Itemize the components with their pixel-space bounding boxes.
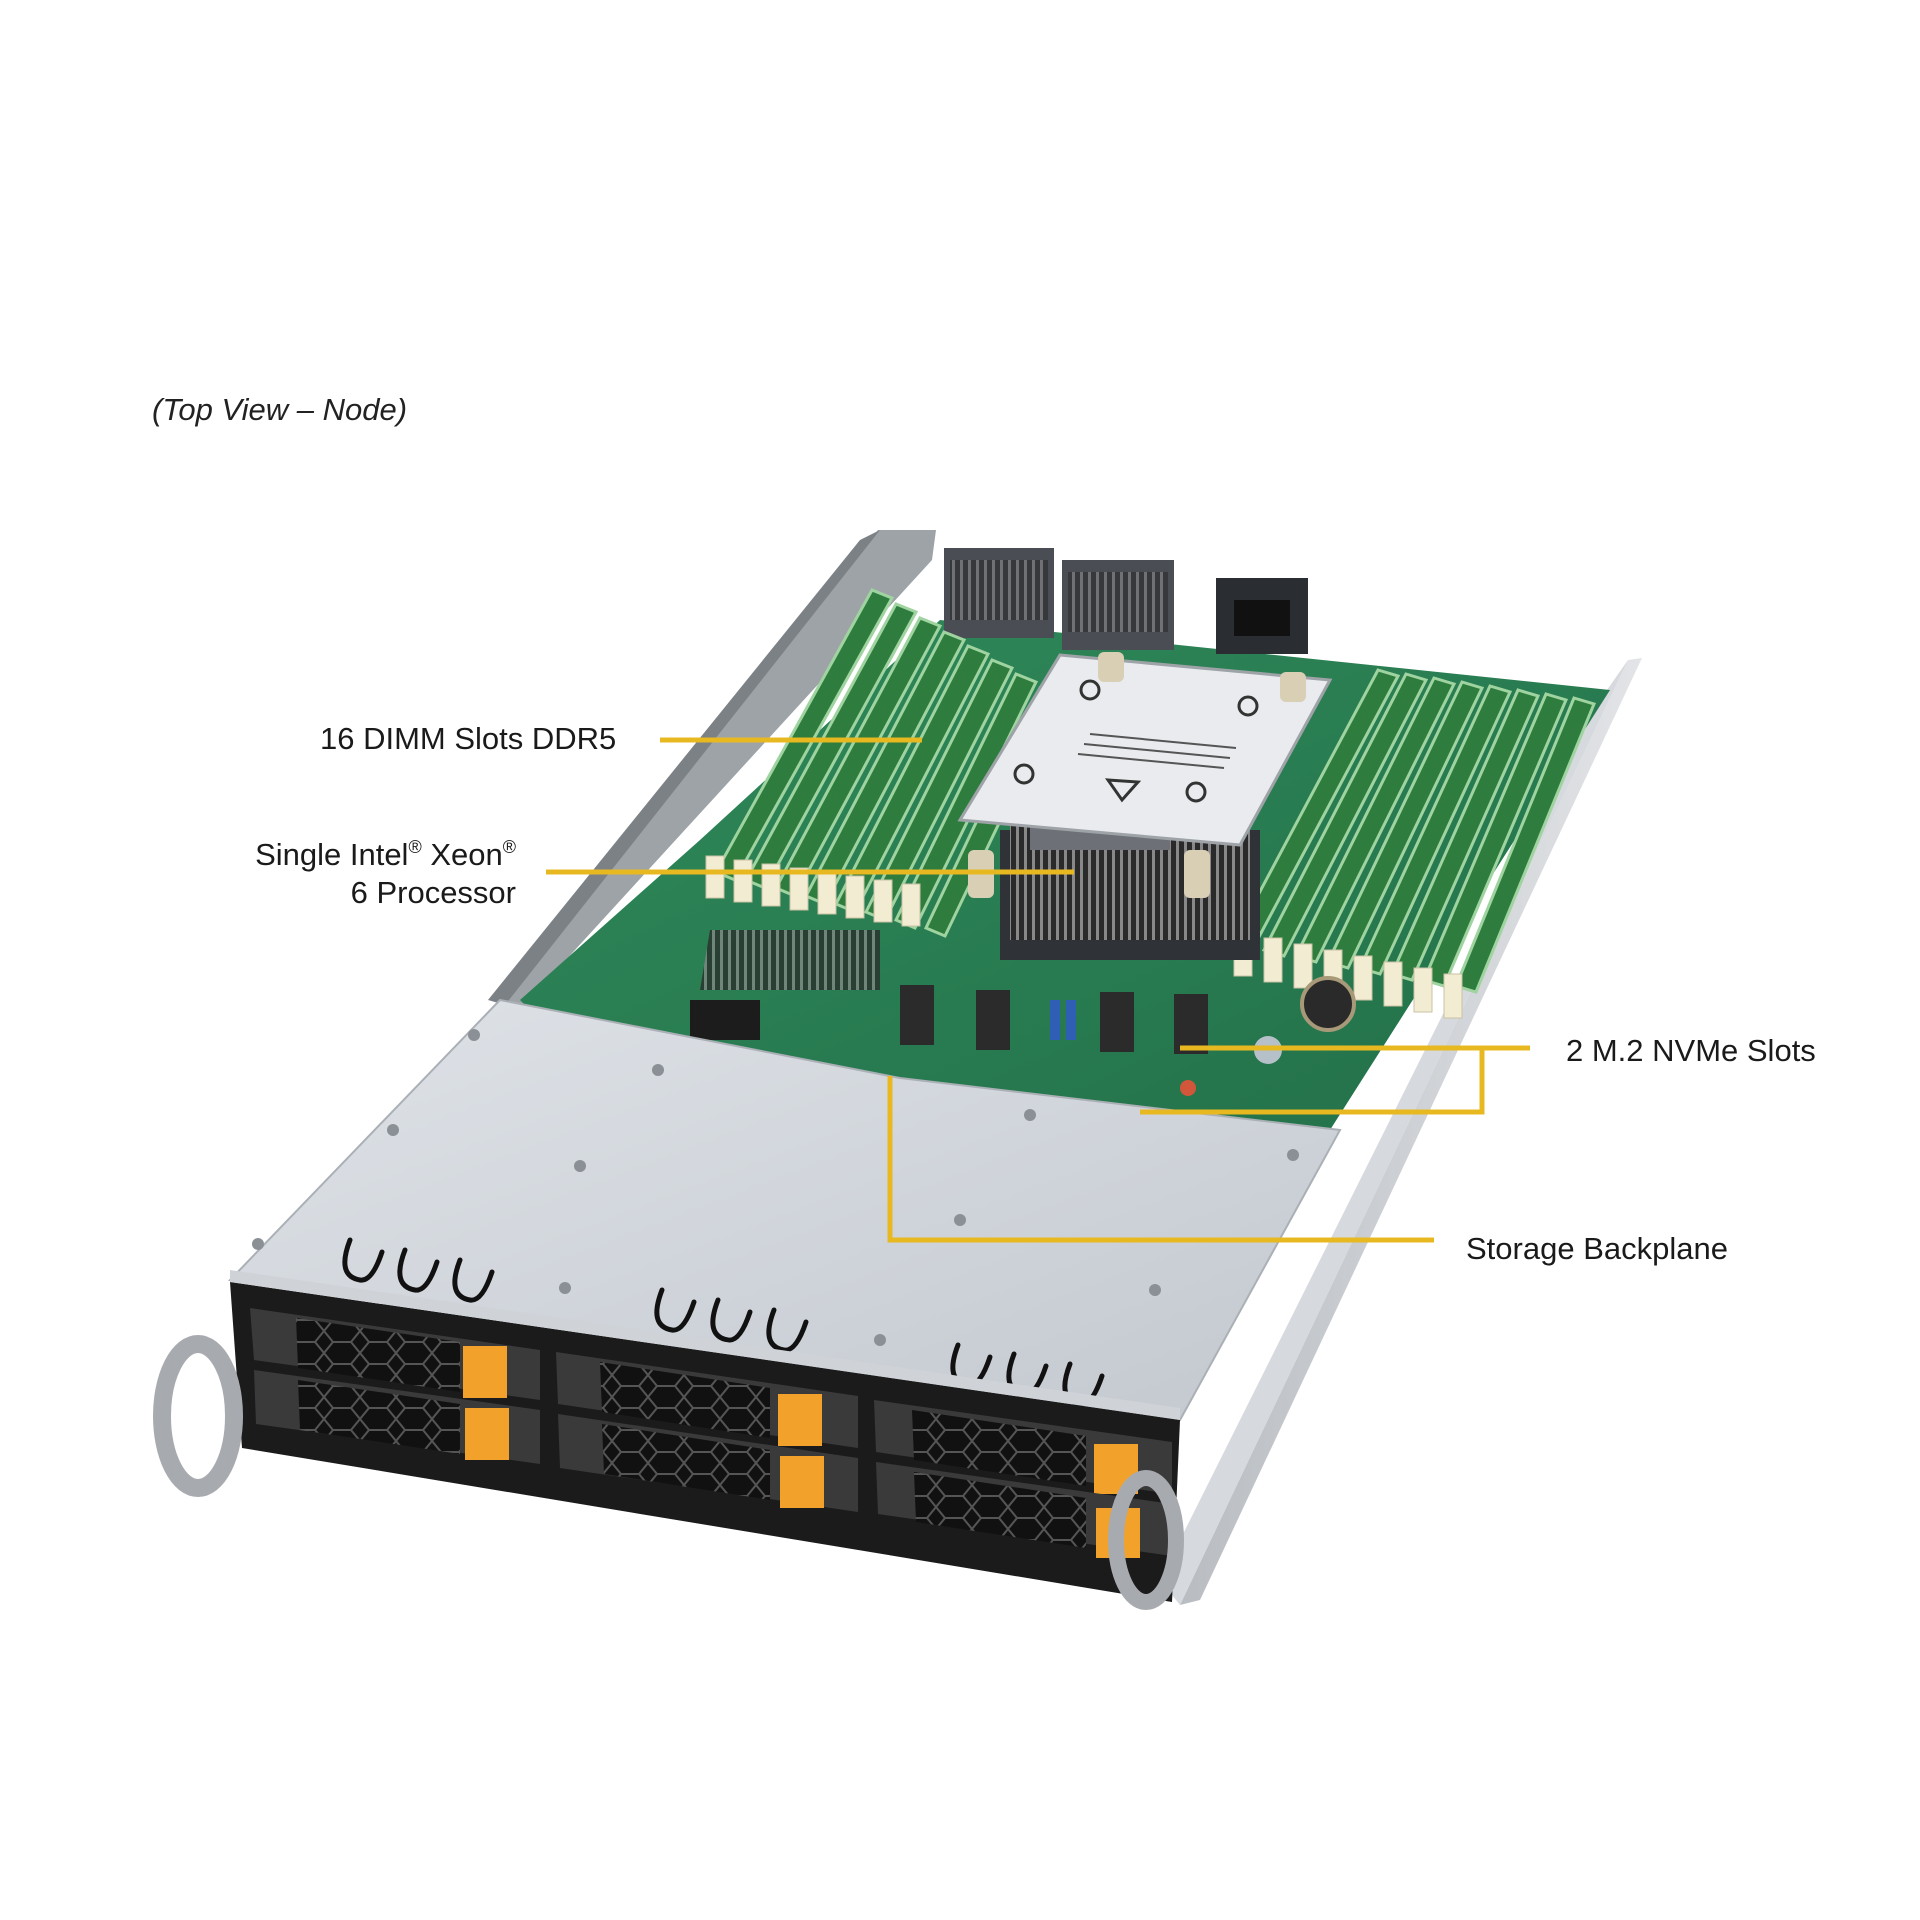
callout-label-nvme: 2 M.2 NVMe Slots [1566, 1033, 1816, 1068]
callout-label-dimm: 16 DIMM Slots DDR5 [320, 721, 617, 756]
m2-slots [900, 976, 1356, 1096]
figure-caption: (Top View – Node) [152, 392, 408, 427]
rear-connectors [944, 548, 1308, 654]
storage-leader-line [887, 1076, 1434, 1243]
drive-latch[interactable] [780, 1456, 824, 1508]
drive-latch[interactable] [465, 1408, 509, 1460]
drive-latch[interactable] [463, 1346, 507, 1398]
cpu-label-line2: 6 Processor [350, 875, 516, 910]
dimm-bank-right [1229, 668, 1597, 1019]
drive-bay-1[interactable] [250, 1308, 540, 1400]
registered-mark: ® [502, 837, 516, 857]
left-pull-handle[interactable] [153, 1335, 243, 1497]
vrm-heatsink [690, 930, 880, 1040]
nvme-bracket [1140, 1048, 1485, 1115]
right-pull-handle[interactable] [1108, 1470, 1184, 1610]
registered-mark: ® [408, 837, 422, 857]
cpu-label-family: Xeon [421, 837, 503, 872]
cpu-label-line1: Single Intel® Xeon® [255, 836, 516, 874]
left-chassis-rail [488, 530, 936, 1010]
drive-bay-4[interactable] [558, 1414, 858, 1512]
drive-bay-5[interactable] [874, 1400, 1172, 1494]
front-panel [230, 1270, 1180, 1602]
callout-label-storage: Storage Backplane [1466, 1231, 1728, 1266]
cpu-heatsink [957, 652, 1333, 960]
drive-bay-3[interactable] [556, 1352, 858, 1448]
drive-bay-2[interactable] [254, 1370, 540, 1464]
callout-lines [546, 737, 1530, 1243]
callout-label-cpu: Single Intel® Xeon® 6 Processor [255, 836, 516, 912]
cpu-label-brand: Single Intel [255, 837, 409, 872]
drive-latch[interactable] [778, 1394, 822, 1446]
